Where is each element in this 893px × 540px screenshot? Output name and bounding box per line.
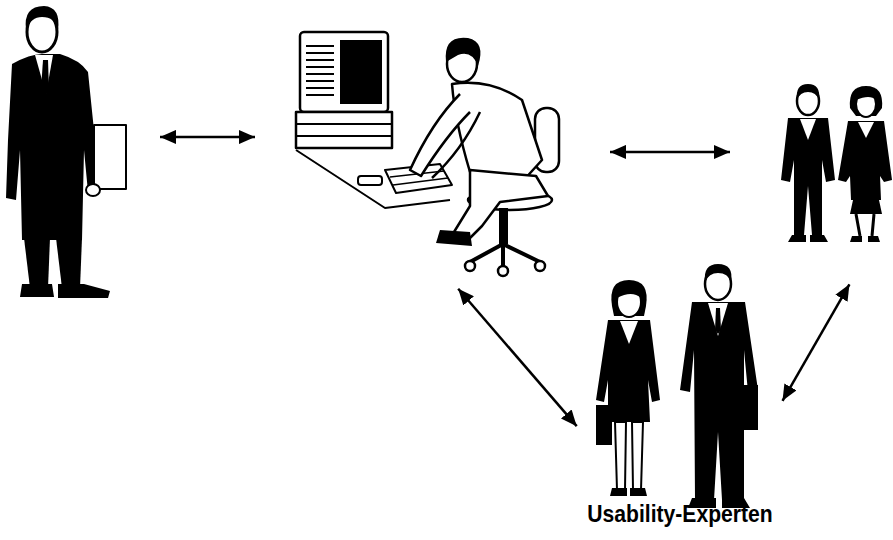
figure-node (735, 85, 893, 280)
double-arrow (160, 136, 255, 139)
double-arrow (610, 151, 730, 154)
couple-figure (781, 84, 892, 242)
figure-node (5, 5, 155, 300)
figure-label: Usability-Experten (587, 500, 772, 528)
figure-node: Usability-Experten (580, 262, 780, 532)
double-arrow (782, 284, 849, 400)
figure-node (260, 30, 605, 285)
double-arrow (458, 289, 577, 426)
businessman-figure (6, 6, 126, 298)
experts-figure (596, 264, 758, 508)
computer-user-figure (296, 32, 559, 276)
